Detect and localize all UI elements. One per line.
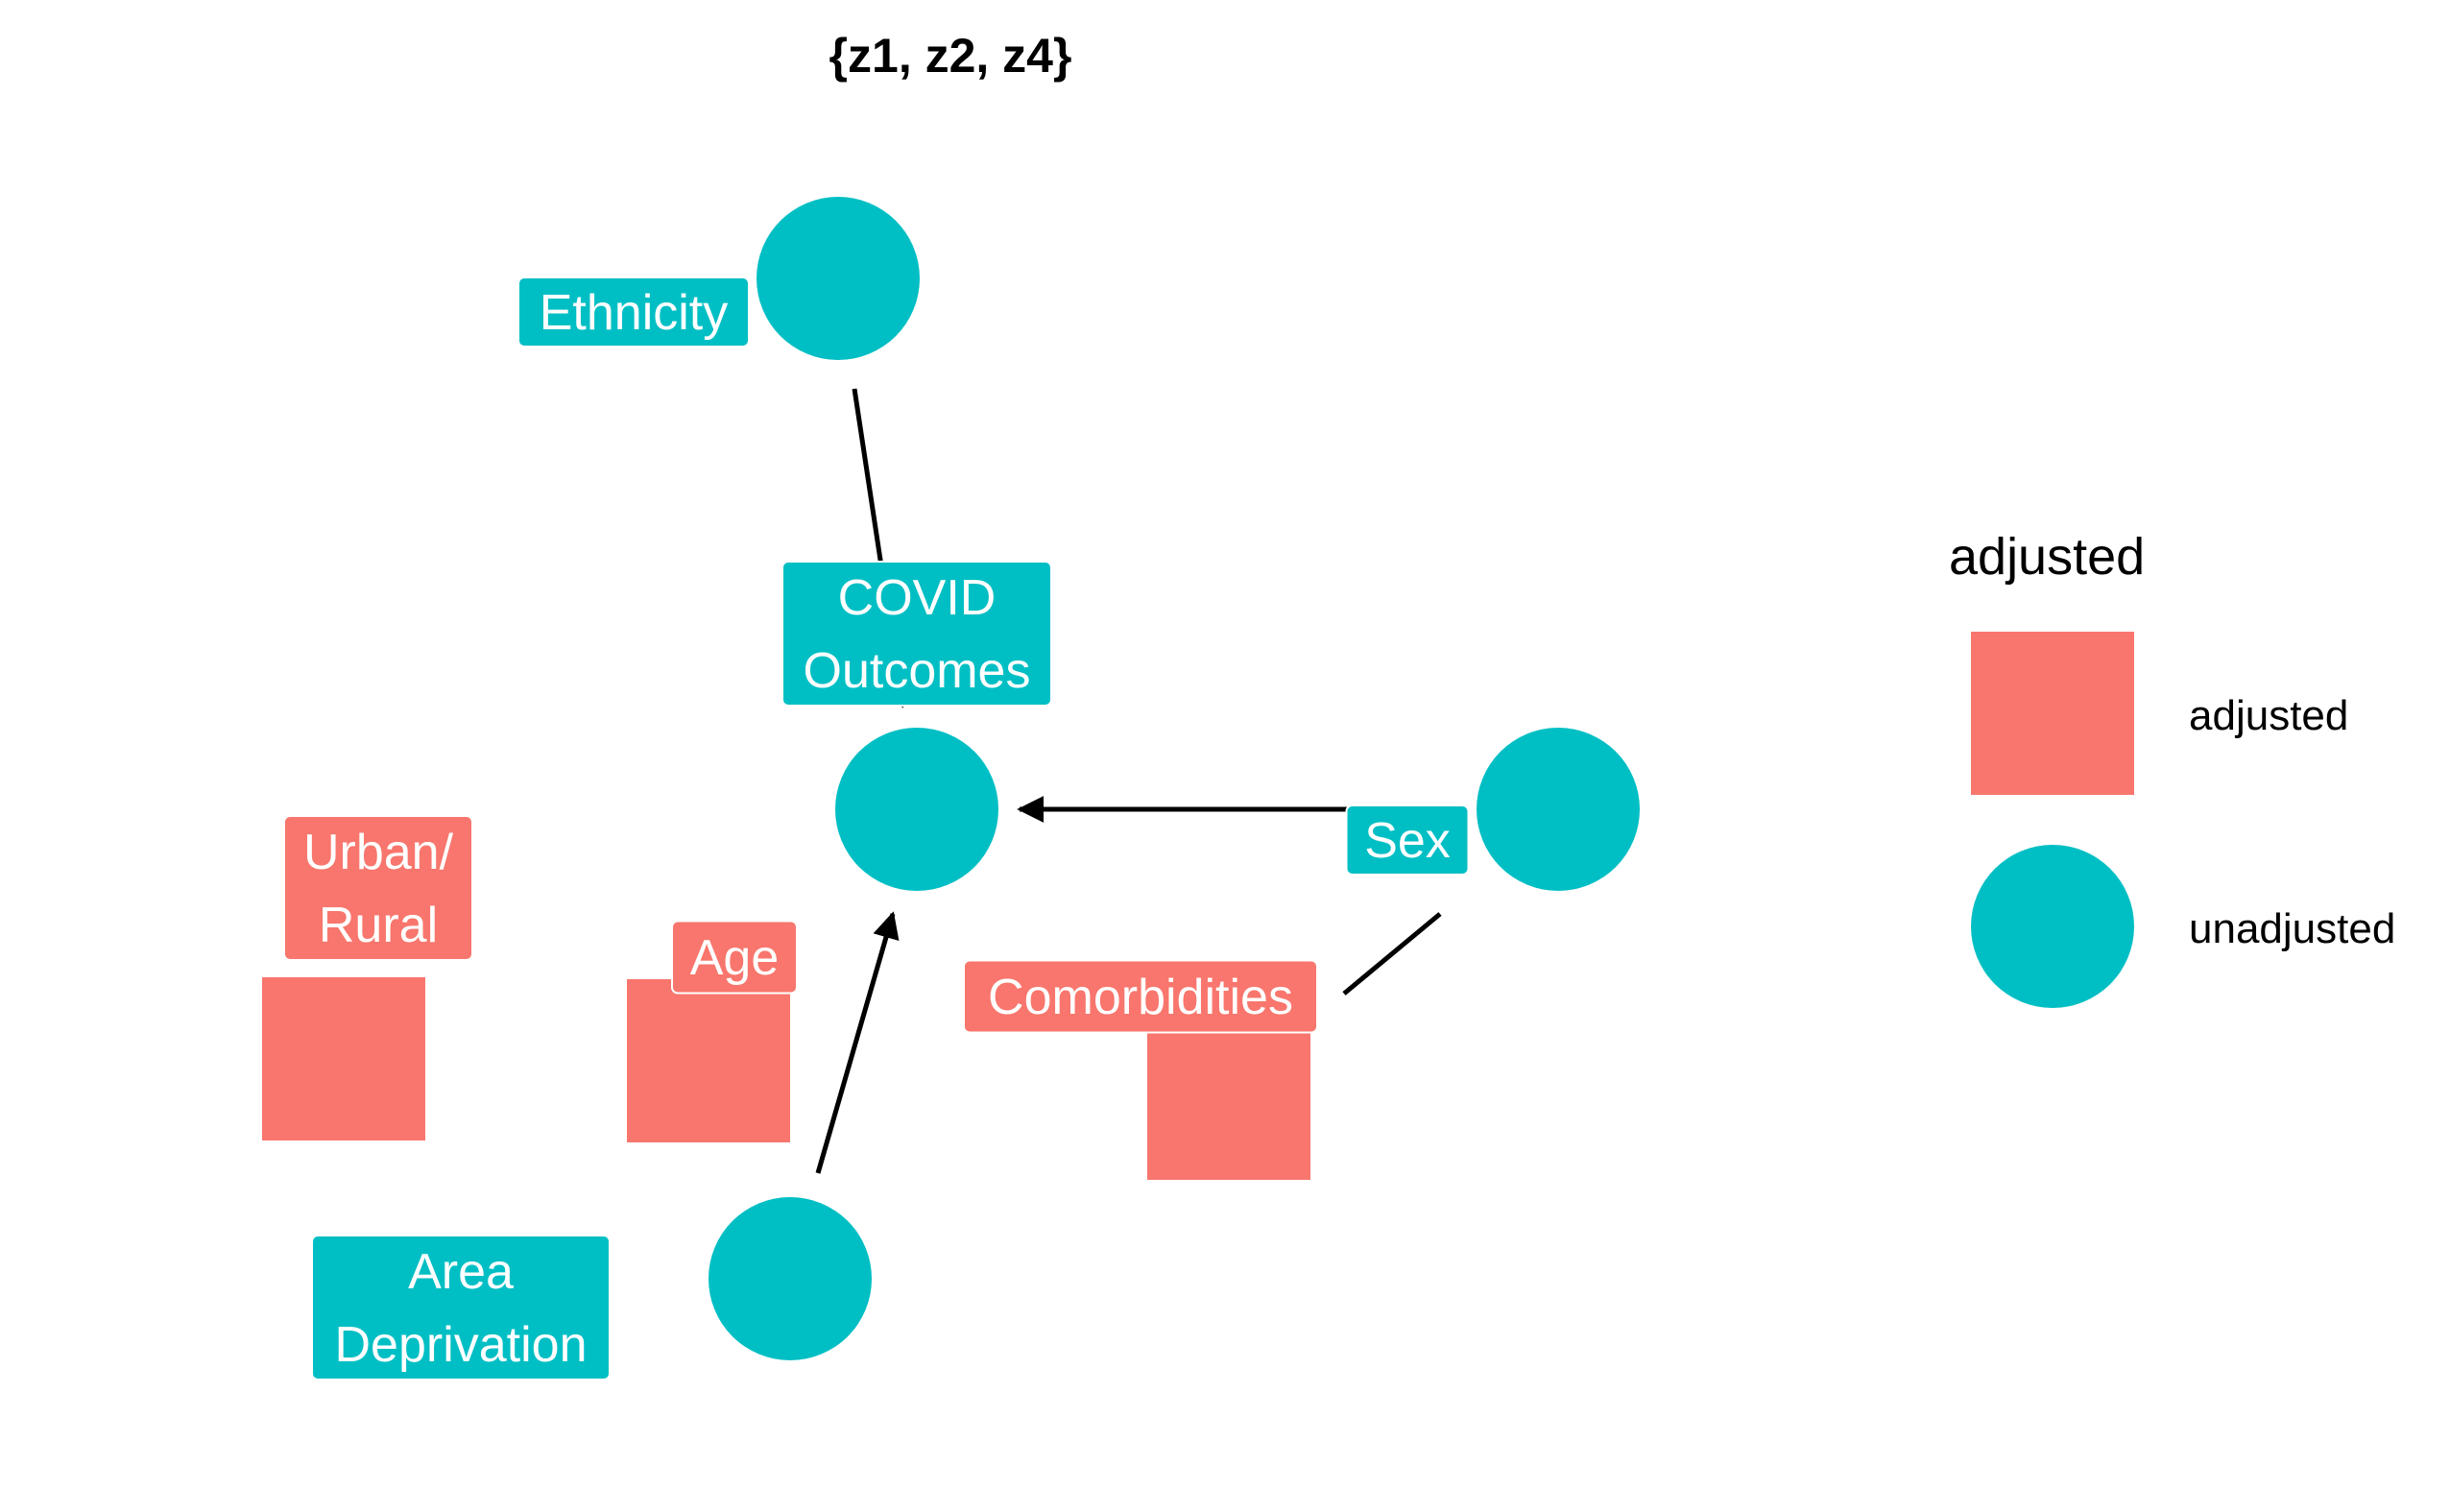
node-label-box — [781, 561, 1052, 707]
node-label-box — [963, 959, 1318, 1034]
node-label-box — [311, 1235, 611, 1380]
node-label-comorbidities: Comorbidities — [963, 959, 1318, 1034]
legend-unadjusted-swatch — [1971, 845, 2134, 1008]
node-area-deprivation-circle — [709, 1197, 872, 1360]
edge-sex-to-comorbidities — [1342, 912, 1442, 996]
node-label-box — [671, 920, 798, 995]
node-covid-outcomes-circle — [835, 728, 998, 891]
node-age-square — [627, 979, 790, 1142]
node-label-text: COVID — [838, 570, 997, 626]
node-label-ethnicity: Ethnicity — [517, 276, 750, 348]
node-label-urban-rural: Urban/Rural — [283, 815, 473, 961]
node-label-sex: Sex — [1345, 804, 1470, 876]
node-label-box — [1345, 804, 1470, 876]
node-label-text: Comorbidities — [988, 970, 1293, 1025]
node-label-box — [517, 276, 750, 348]
legend: adjusted adjusted unadjusted — [1949, 528, 2395, 1008]
node-label-text: Sex — [1364, 813, 1451, 869]
node-label-covid-outcomes: COVID Outcomes — [781, 561, 1052, 707]
diagram-title: {z1, z2, z4} — [829, 29, 1072, 83]
node-label-text: Outcomes — [804, 643, 1031, 699]
legend-adjusted-swatch — [1971, 632, 2134, 795]
node-ethnicity-circle — [757, 197, 920, 360]
node-urban-rural-square — [262, 977, 425, 1140]
edge-area-deprivation-to-covid-outcomes — [815, 911, 900, 1174]
node-label-text: Area — [408, 1244, 514, 1300]
legend-item-adjusted-label: adjusted — [2189, 692, 2348, 739]
legend-item-unadjusted-label: unadjusted — [2189, 905, 2395, 952]
legend-title: adjusted — [1949, 528, 2145, 586]
node-label-text: Age — [690, 930, 780, 986]
node-label-box — [283, 815, 473, 961]
nodes — [262, 197, 1640, 1360]
node-label-text: Urban/ — [303, 825, 454, 880]
node-comorbidities-square — [1147, 1017, 1310, 1180]
node-label-text: Rural — [319, 898, 438, 953]
node-label-text: Deprivation — [334, 1317, 587, 1373]
node-sex-circle — [1477, 728, 1640, 891]
node-label-age: Age — [671, 920, 798, 995]
node-label-text: Ethnicity — [540, 285, 729, 341]
